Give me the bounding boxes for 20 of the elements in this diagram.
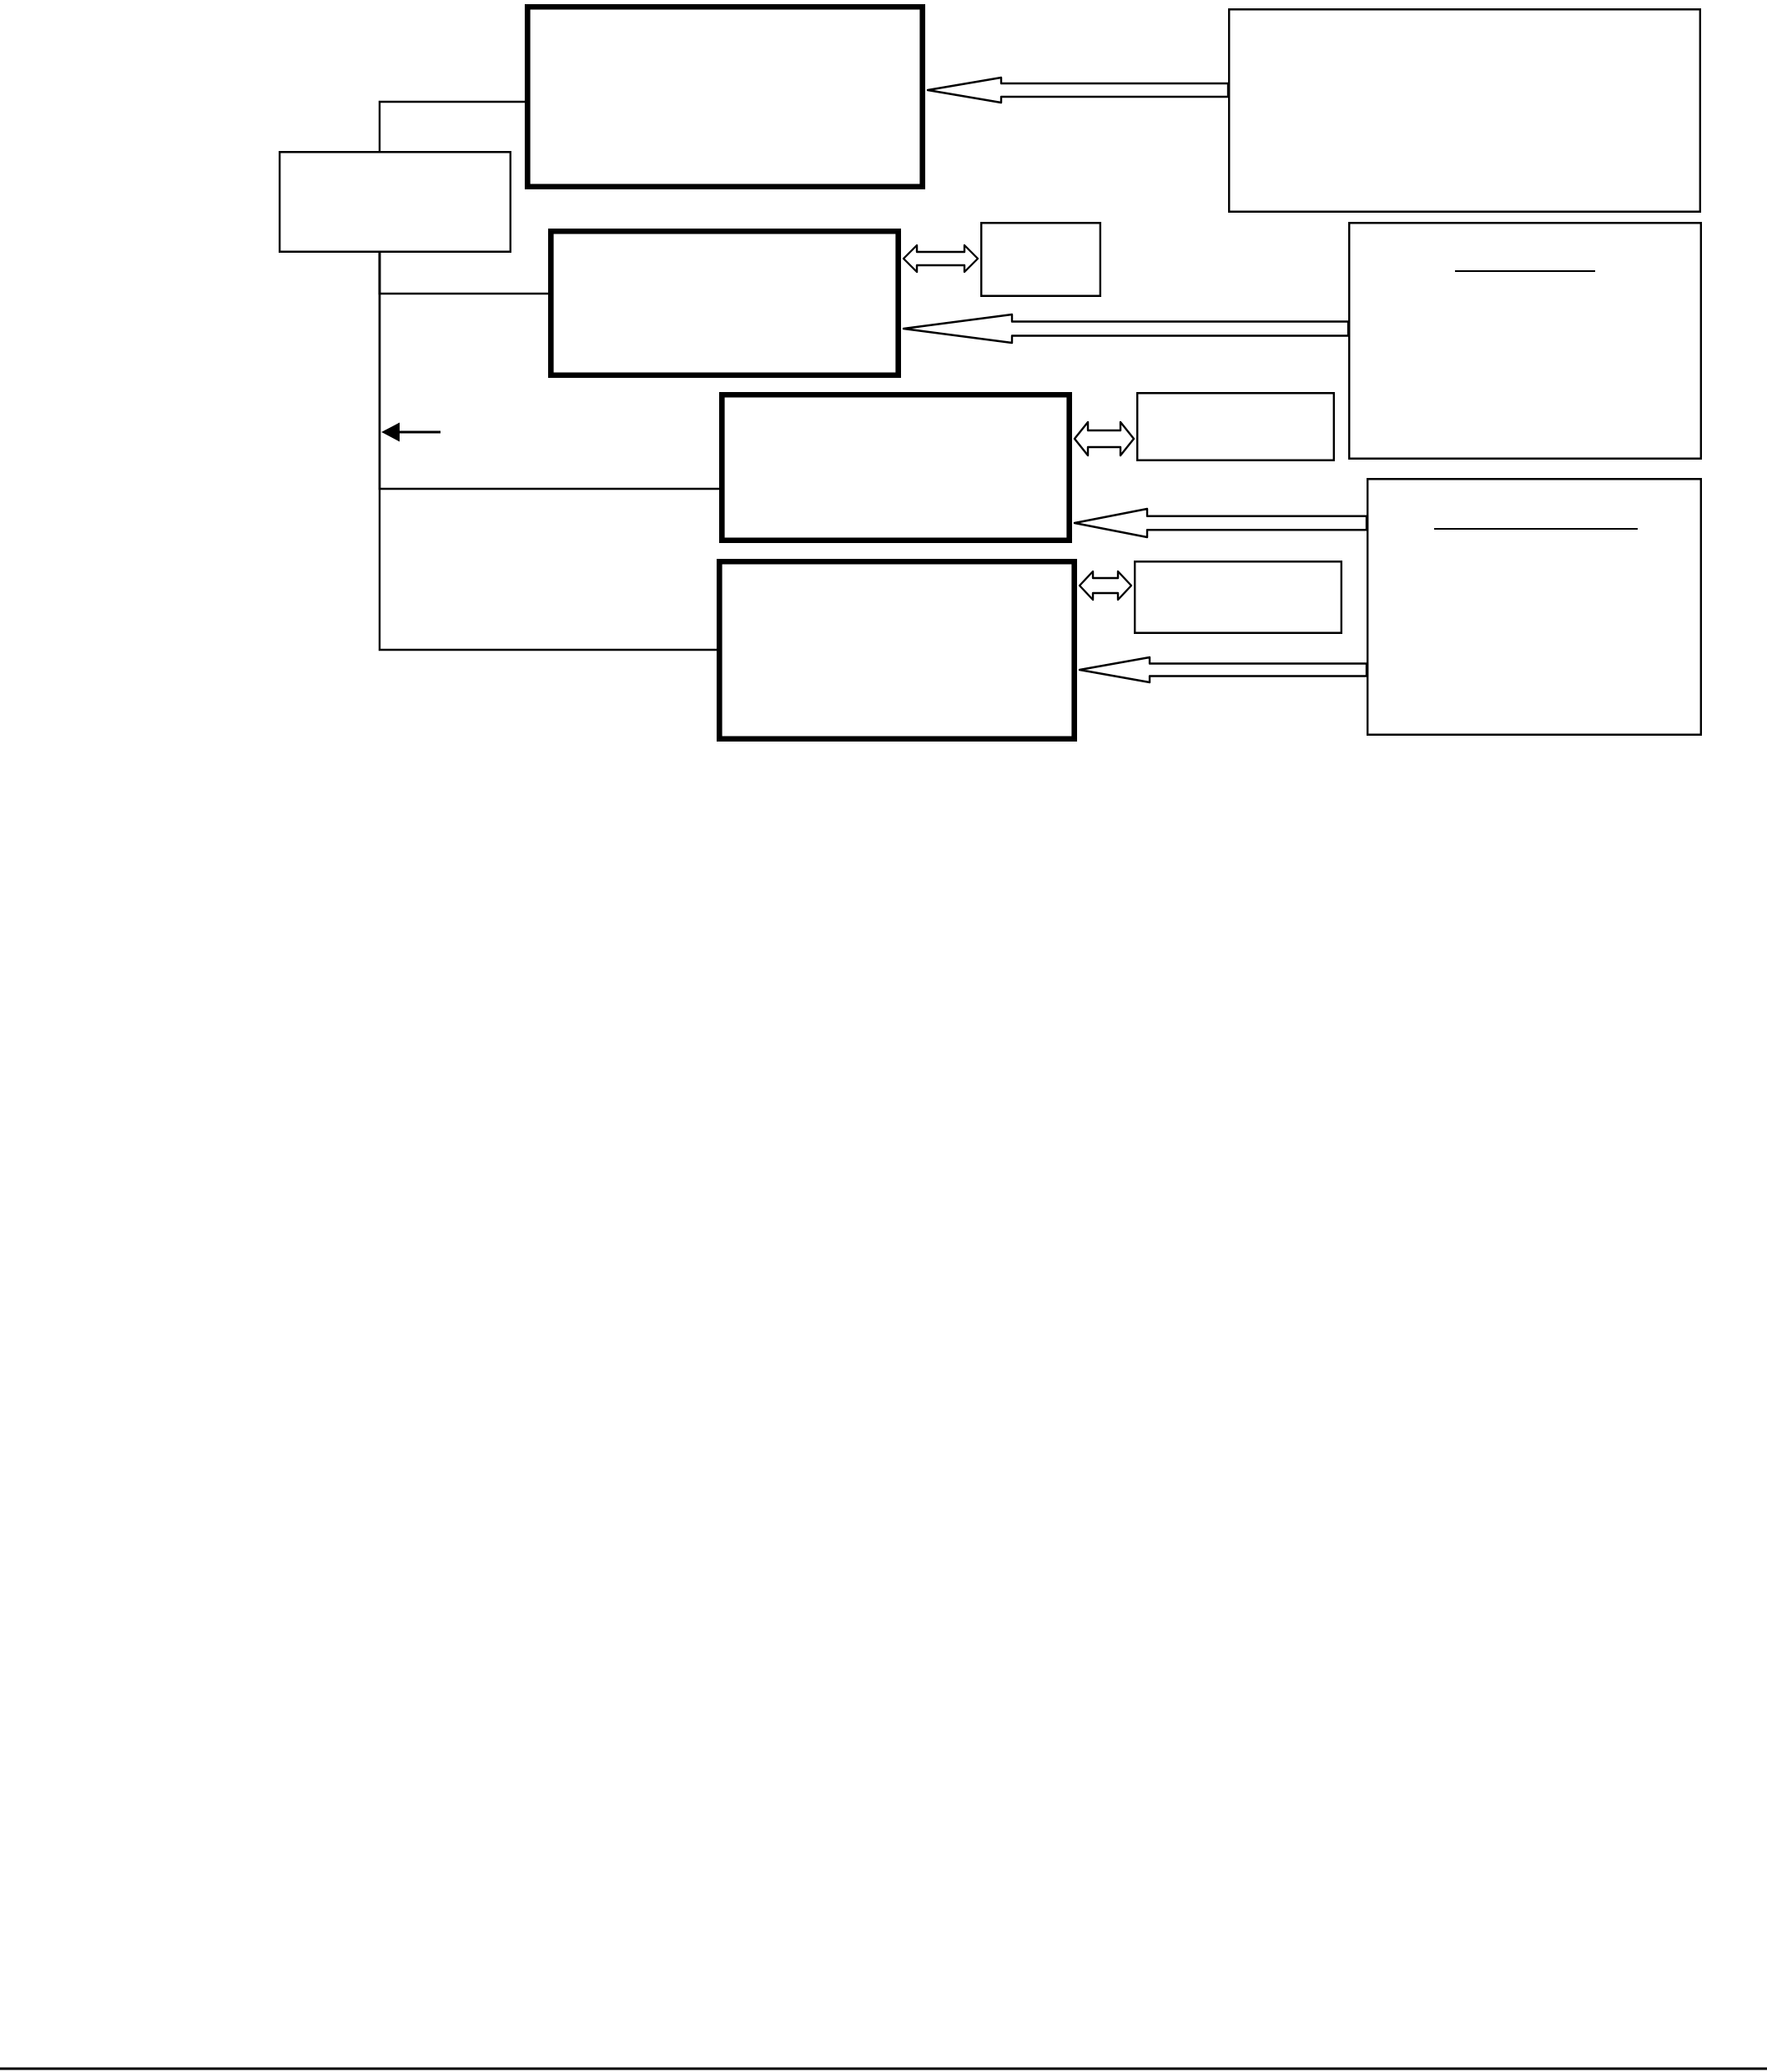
box bbox=[1136, 392, 1336, 461]
double-hollow-arrow bbox=[902, 244, 979, 274]
box bbox=[1367, 478, 1703, 736]
connector-line bbox=[378, 253, 717, 651]
hollow-arrow bbox=[1073, 507, 1368, 539]
box bbox=[1348, 222, 1703, 460]
hollow-arrow bbox=[1078, 656, 1368, 684]
box bbox=[719, 392, 1072, 543]
box bbox=[717, 559, 1077, 742]
double-hollow-arrow bbox=[1078, 570, 1133, 601]
box bbox=[1228, 8, 1702, 213]
box bbox=[548, 229, 901, 378]
box bbox=[525, 4, 925, 189]
box bbox=[980, 222, 1102, 297]
double-hollow-arrow bbox=[1073, 420, 1135, 457]
hollow-arrow bbox=[902, 313, 1350, 344]
box bbox=[1134, 561, 1342, 634]
connector-line bbox=[378, 100, 525, 151]
hollow-arrow bbox=[926, 76, 1230, 104]
box bbox=[279, 151, 511, 253]
